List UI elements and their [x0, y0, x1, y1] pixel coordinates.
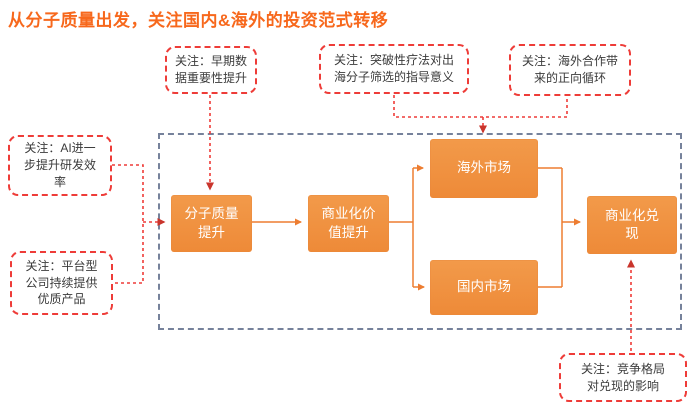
callout-breakthrough-therapy: 关注：突破性疗法对出 海分子筛选的指导意义 [319, 44, 469, 94]
flow-box-domestic-market: 国内市场 [430, 260, 538, 315]
dashed-frame [158, 133, 682, 330]
callout-ai-rd-efficiency: 关注：AI进一 步提升研发效 率 [8, 135, 112, 196]
diagram-title: 从分子质量出发，关注国内&海外的投资范式转移 [8, 11, 389, 30]
callout-competitive-landscape: 关注：竞争格局 对兑现的影响 [559, 353, 687, 402]
callout-platform-companies: 关注：平台型 公司持续提供 优质产品 [10, 251, 113, 315]
flow-box-molecule-quality: 分子质量 提升 [171, 195, 252, 252]
flow-box-overseas-market: 海外市场 [430, 139, 538, 198]
flow-box-commercial-realization: 商业化兑 现 [587, 196, 677, 254]
callout-overseas-cooperation: 关注：海外合作带 来的正向循环 [509, 44, 631, 96]
flow-box-commercial-value: 商业化价 值提升 [308, 195, 389, 252]
callout-early-data-importance: 关注：早期数 据重要性提升 [165, 46, 257, 94]
